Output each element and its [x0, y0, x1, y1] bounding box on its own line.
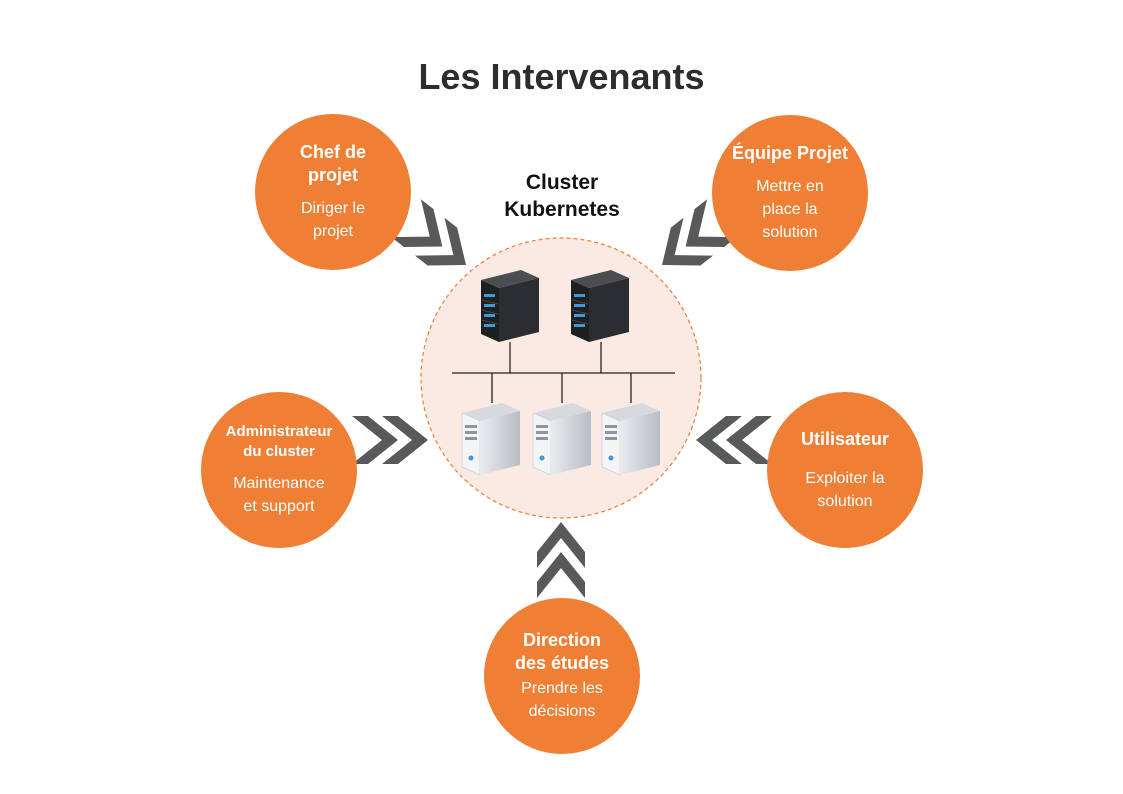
actor-description: Maintenance et support — [233, 472, 325, 518]
desc-line: solution — [817, 492, 873, 510]
desc-line: solution — [762, 224, 818, 241]
role-line: Direction — [522, 630, 601, 650]
actor-chef-de-projet: Chef de projet Diriger le projet — [255, 114, 411, 270]
role-line: Utilisateur — [800, 428, 890, 449]
actor-description: Prendre les décisions — [521, 677, 603, 723]
arrow-direction-to-cluster — [537, 522, 585, 598]
role-line: Administrateur — [225, 423, 333, 440]
actor-direction-des-etudes: Direction des études Prendre les décisio… — [484, 598, 640, 754]
actor-equipe-projet: Équipe Projet Mettre en place la solutio… — [712, 115, 868, 271]
actor-administrateur-du-cluster: Administrateur du cluster Maintenance et… — [201, 392, 357, 548]
network-lines — [452, 342, 675, 403]
desc-line: Diriger le — [300, 200, 365, 217]
actor-description: Diriger le projet — [301, 197, 365, 243]
desc-line: Mettre en — [756, 178, 824, 195]
dark-rack-server-icon — [571, 270, 629, 342]
arrow-chef-to-cluster — [391, 199, 466, 266]
cluster-label-line: Cluster — [525, 171, 599, 194]
role-line: Chef de — [299, 142, 366, 162]
actor-role: Direction des études — [515, 629, 609, 675]
desc-line: et support — [243, 498, 315, 515]
role-line: Équipe Projet — [731, 143, 848, 163]
actor-role: Administrateur du cluster — [226, 422, 333, 462]
page-title: Les Intervenants — [418, 56, 705, 97]
tower-server-icon — [532, 403, 591, 476]
role-line: des études — [514, 653, 610, 673]
cluster-circle — [420, 237, 702, 519]
actor-description: Mettre en place la solution — [756, 175, 824, 244]
desc-line: décisions — [528, 703, 596, 720]
desc-line: Exploiter la — [805, 469, 885, 487]
cluster-label: Cluster Kubernetes — [462, 169, 662, 223]
role-line: projet — [307, 165, 358, 185]
actor-role: Utilisateur — [801, 428, 889, 451]
tower-server-icon — [601, 403, 660, 476]
dark-rack-server-icon — [481, 270, 539, 342]
tower-server-icon — [461, 403, 520, 476]
desc-line: Prendre les — [521, 680, 603, 697]
actor-description: Exploiter la solution — [805, 467, 884, 513]
role-line: du cluster — [243, 443, 315, 460]
desc-line: Maintenance — [233, 475, 325, 492]
desc-line: place la — [762, 201, 818, 218]
actor-role: Chef de projet — [300, 141, 366, 187]
desc-line: projet — [312, 223, 353, 240]
cluster-label-line: Kubernetes — [504, 198, 620, 221]
arrow-utilisateur-to-cluster — [696, 416, 772, 464]
actor-role: Équipe Projet — [732, 142, 848, 165]
arrow-equipe-to-cluster — [662, 199, 737, 266]
arrow-admin-to-cluster — [352, 416, 428, 464]
actor-utilisateur: Utilisateur Exploiter la solution — [767, 392, 923, 548]
